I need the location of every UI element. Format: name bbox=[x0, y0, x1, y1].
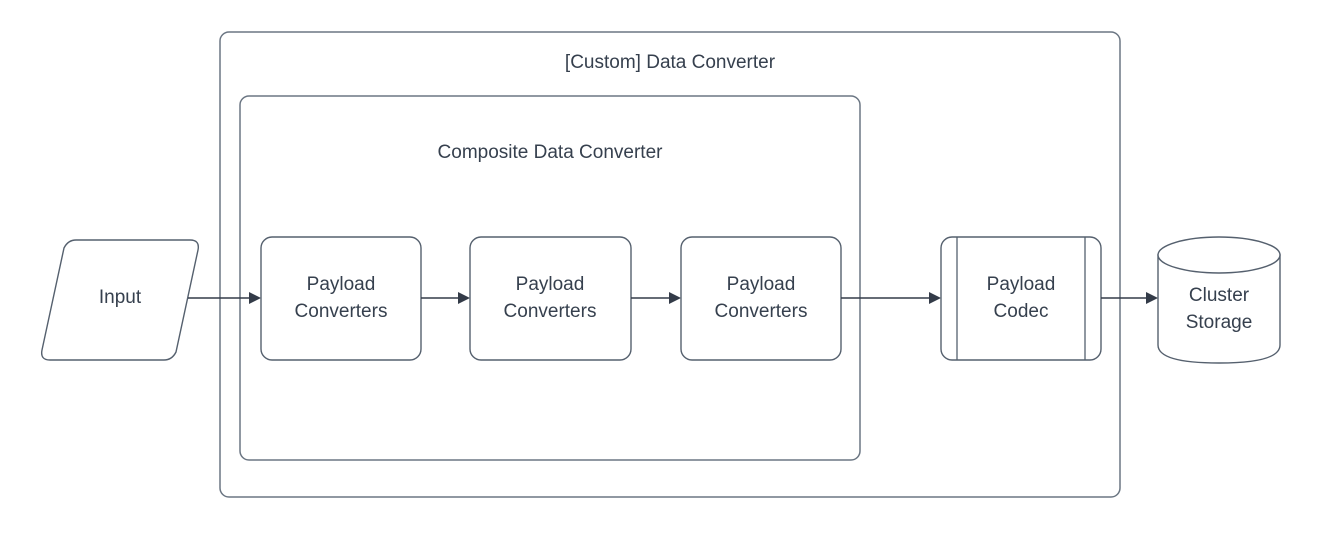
node-payload-converters-2[interactable]: Payload Converters bbox=[469, 236, 632, 361]
cluster-storage-label-line2: Storage bbox=[1186, 312, 1253, 333]
node-payload-codec[interactable]: Payload Codec bbox=[940, 236, 1102, 361]
composite-data-converter-border bbox=[239, 95, 861, 461]
connector-input-to-payload-converters-1 bbox=[188, 292, 261, 304]
arrow-head-icon bbox=[249, 292, 261, 304]
container-composite-data-converter[interactable]: Composite Data Converter bbox=[239, 95, 861, 461]
node-cluster-storage[interactable]: Cluster Storage bbox=[1157, 236, 1281, 364]
arrow-head-icon bbox=[458, 292, 470, 304]
payload-codec-label-line1: Payload bbox=[987, 274, 1056, 295]
connector-payload-converters-3-to-payload-codec bbox=[841, 292, 941, 304]
payload-converters-2-shape bbox=[469, 236, 632, 361]
payload-converters-3-label-line1: Payload bbox=[727, 274, 796, 295]
node-payload-converters-1[interactable]: Payload Converters bbox=[260, 236, 422, 361]
connector-payload-converters-2-to-3 bbox=[631, 292, 681, 304]
custom-data-converter-label: [Custom] Data Converter bbox=[565, 52, 776, 73]
arrow-head-icon bbox=[669, 292, 681, 304]
container-custom-data-converter[interactable]: [Custom] Data Converter bbox=[219, 31, 1121, 498]
arrow-head-icon bbox=[929, 292, 941, 304]
connector-payload-converters-1-to-2 bbox=[421, 292, 470, 304]
custom-data-converter-border bbox=[219, 31, 1121, 498]
cluster-storage-label-line1: Cluster bbox=[1189, 285, 1250, 306]
payload-converters-2-label-line2: Converters bbox=[504, 301, 597, 322]
payload-converters-2-label-line1: Payload bbox=[516, 274, 585, 295]
cluster-storage-top-ellipse bbox=[1157, 236, 1281, 274]
cluster-storage-body bbox=[1157, 254, 1281, 364]
connector-payload-codec-to-cluster-storage bbox=[1101, 292, 1158, 304]
node-payload-converters-3[interactable]: Payload Converters bbox=[680, 236, 842, 361]
input-parallelogram-shape bbox=[40, 239, 200, 361]
payload-converters-1-label-line2: Converters bbox=[295, 301, 388, 322]
payload-codec-label-line2: Codec bbox=[994, 301, 1049, 322]
payload-codec-shape bbox=[940, 236, 1102, 361]
composite-data-converter-label: Composite Data Converter bbox=[438, 142, 664, 163]
payload-converters-1-label-line1: Payload bbox=[307, 274, 376, 295]
node-input[interactable]: Input bbox=[40, 239, 200, 361]
payload-converters-3-label-line2: Converters bbox=[715, 301, 808, 322]
input-label: Input bbox=[99, 287, 142, 308]
payload-converters-3-shape bbox=[680, 236, 842, 361]
arrow-head-icon bbox=[1146, 292, 1158, 304]
payload-converters-1-shape bbox=[260, 236, 422, 361]
